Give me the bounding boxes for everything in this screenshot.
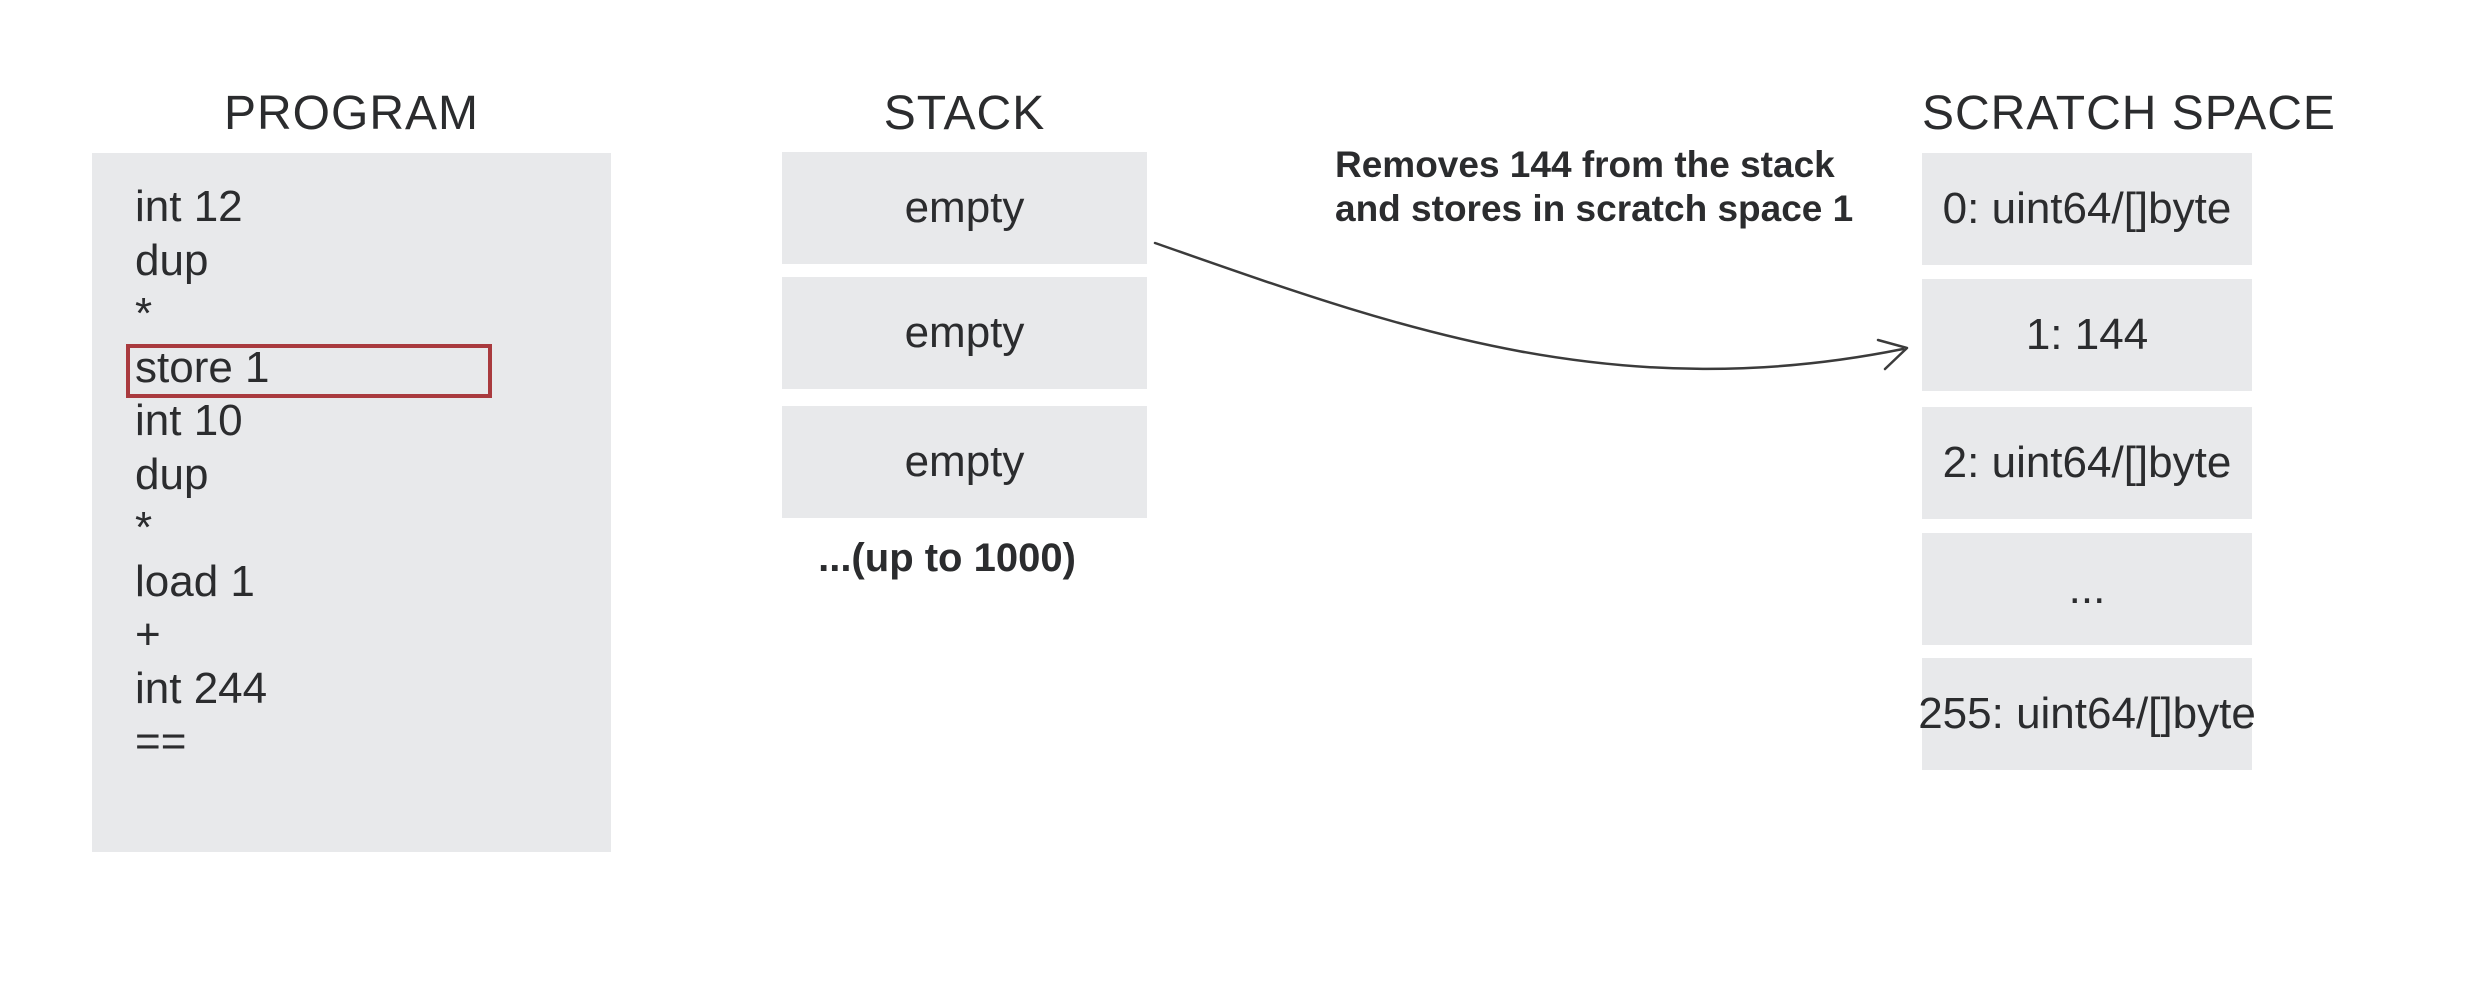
annotation-line-2: and stores in scratch space 1 (1335, 188, 1854, 229)
highlight-box-store1 (126, 344, 492, 398)
stack-title: STACK (883, 87, 1046, 140)
program-line: * (135, 289, 153, 338)
arrow-head (1876, 338, 1909, 371)
program-title: PROGRAM (223, 87, 479, 140)
stack-caption: ...(up to 1000) (818, 536, 1076, 580)
program-line: dup (135, 449, 209, 499)
arrow-annotation: Removes 144 from the stack and stores in… (1335, 143, 1853, 231)
arrow-shaft (1153, 241, 1905, 371)
scratch-slot: 1: 144 (1922, 279, 2252, 391)
scratch-slot: 255: uint64/[]byte (1918, 658, 2256, 770)
program-line: dup (135, 235, 209, 285)
stack-slot: empty (782, 152, 1147, 264)
scratch-slot: 2: uint64/[]byte (1922, 407, 2252, 519)
program-line: load 1 (135, 556, 255, 606)
stack-slot: empty (782, 277, 1147, 389)
annotation-line-1: Removes 144 from the stack (1335, 144, 1835, 185)
scratch-title: SCRATCH SPACE (1922, 87, 2336, 140)
program-line: int 244 (135, 663, 268, 713)
program-line: int 10 (135, 396, 243, 445)
scratch-slot: ... (1922, 533, 2252, 645)
stack-slot: empty (782, 406, 1147, 518)
program-box: int 12 dup * store 1 int 10 dup * load 1… (92, 153, 611, 852)
program-line: == (135, 717, 187, 766)
program-line: * (135, 503, 153, 552)
program-line: int 12 (135, 182, 243, 231)
program-line-highlighted: store 1 (135, 342, 270, 392)
scratch-slot: 0: uint64/[]byte (1922, 153, 2252, 265)
program-line: + (135, 610, 161, 659)
